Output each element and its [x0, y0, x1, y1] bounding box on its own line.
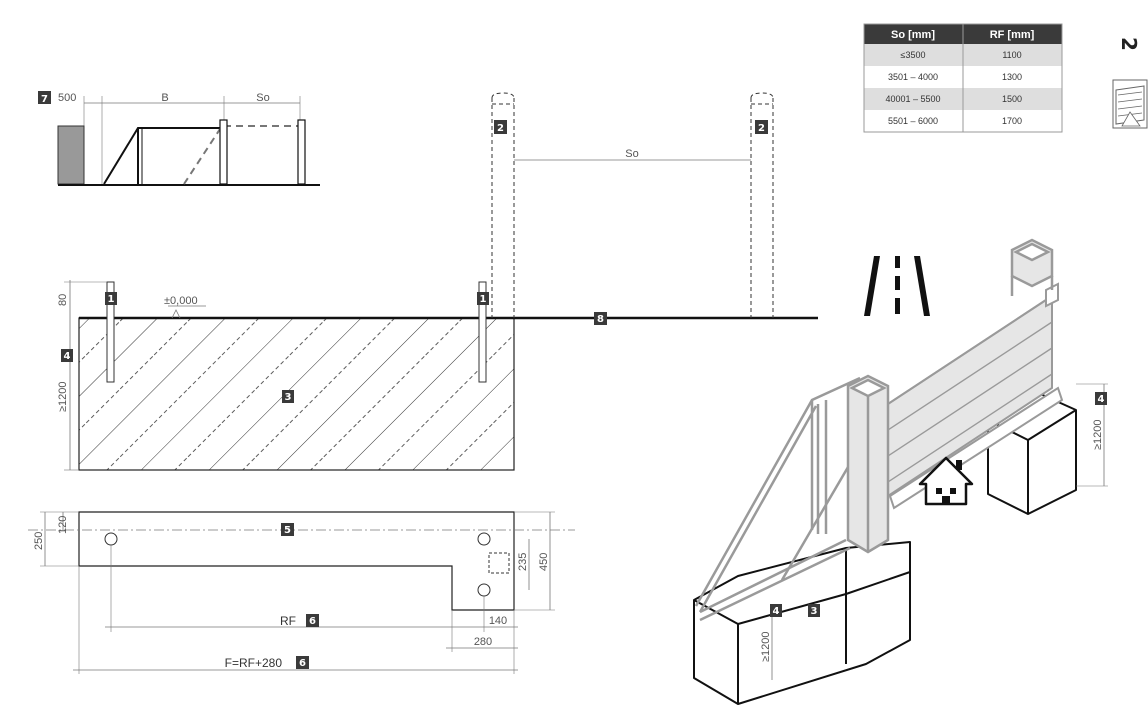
- badge-6-rf: 6: [309, 616, 316, 627]
- page-number: 2: [1117, 37, 1141, 51]
- dim-280: 280: [474, 636, 492, 648]
- post-front: [846, 374, 890, 554]
- gate-frame: [694, 376, 861, 622]
- badge-1-right: 1: [480, 294, 487, 305]
- house-icon: [918, 456, 974, 506]
- badge-1-left: 1: [108, 294, 115, 305]
- table-header-rf: RF [mm]: [990, 29, 1035, 41]
- size-table: So [mm] RF [mm] ≤3500 1100 3501 – 4000 1…: [863, 23, 1063, 133]
- rf-label: RF: [280, 614, 296, 628]
- iso-badge-4-right: 4: [1098, 394, 1105, 405]
- table-cell: 1300: [1002, 72, 1022, 82]
- iso-dim-1200-right: ≥1200: [1092, 419, 1104, 450]
- iso-badge-3: 3: [811, 606, 818, 617]
- gate-elevation-inset: 7 500 B So: [38, 91, 320, 186]
- svg-text:7: 7: [41, 94, 48, 105]
- badge-8: 8: [597, 314, 604, 325]
- foundation-plan: 120 250 235 450 RF 6 140 280 F=RF+280 6 …: [28, 511, 575, 674]
- dim-b: B: [161, 92, 168, 104]
- table-cell: 5501 – 6000: [888, 116, 938, 126]
- wall: [57, 125, 85, 185]
- table-cell: 1500: [1002, 94, 1022, 104]
- posts-dashed: [491, 92, 774, 318]
- iso-badge-4-left: 4: [773, 606, 780, 617]
- post-back: [1010, 238, 1054, 296]
- table-cell: 1100: [1002, 50, 1021, 60]
- table-cell: 1700: [1002, 116, 1022, 126]
- table-cell: ≤3500: [901, 50, 926, 60]
- foundation-section: So 80 ≥1200 ±0,000 1 1 2 2 4 3 8: [57, 92, 818, 471]
- level-label: ±0,000: [164, 295, 198, 307]
- dim-250: 250: [33, 532, 45, 550]
- badge-2-left: 2: [497, 123, 504, 134]
- anchor-right: [478, 281, 487, 383]
- dim-so-inset: So: [256, 92, 269, 104]
- table-cell: 40001 – 5500: [885, 94, 940, 104]
- dim-450: 450: [538, 553, 550, 571]
- badge-4: 4: [64, 351, 71, 362]
- badge-6-f: 6: [299, 658, 306, 669]
- dim-80: 80: [57, 294, 69, 306]
- table-cell: 3501 – 4000: [888, 72, 938, 82]
- page-marker: 2: [1112, 37, 1148, 129]
- foundation-block: [78, 317, 515, 471]
- iso-dim-1200-left: ≥1200: [760, 631, 772, 662]
- dim-235: 235: [517, 553, 529, 571]
- isometric-view: ≥1200 4 ≥1200 4 3: [693, 238, 1108, 705]
- anchor-left: [106, 281, 115, 383]
- dim-500: 500: [58, 92, 76, 104]
- badge-3: 3: [285, 392, 292, 403]
- dim-1200: ≥1200: [57, 381, 69, 412]
- table-header-so: So [mm]: [891, 29, 935, 41]
- dim-120: 120: [57, 516, 69, 534]
- foundation-block-left: [693, 541, 911, 705]
- plan-outline: [78, 511, 515, 611]
- f-label: F=RF+280: [225, 656, 283, 670]
- road-icon: [864, 256, 930, 316]
- gate-icon: [1112, 79, 1148, 129]
- badge-5: 5: [284, 525, 291, 536]
- dim-so: So: [625, 148, 638, 160]
- dim-140: 140: [489, 615, 507, 627]
- badge-7: [38, 91, 51, 104]
- badge-2-right: 2: [758, 123, 765, 134]
